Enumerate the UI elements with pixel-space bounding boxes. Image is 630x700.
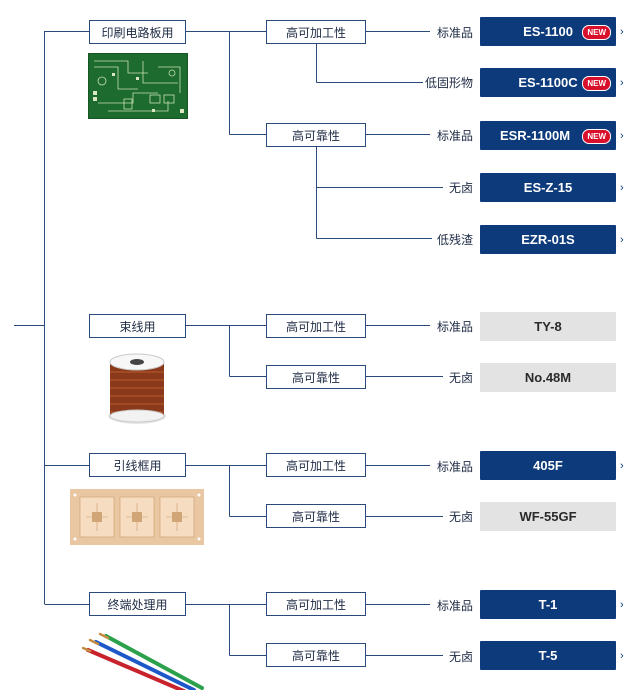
chevron-right-icon[interactable]: › xyxy=(620,77,624,89)
product-no-48m: No.48M xyxy=(480,363,616,392)
chevron-right-icon[interactable]: › xyxy=(620,650,624,662)
product-wf-55gf: WF-55GF xyxy=(480,502,616,531)
product-t-1[interactable]: T-1 xyxy=(480,590,616,619)
feature-pcb-reliability: 高可靠性 xyxy=(266,123,366,147)
chevron-right-icon[interactable]: › xyxy=(620,460,624,472)
sub-label: 无卤 xyxy=(448,650,473,664)
sub-label: 标准品 xyxy=(436,599,473,613)
product-es-z-15[interactable]: ES-Z-15 xyxy=(480,173,616,202)
chevron-right-icon[interactable]: › xyxy=(620,182,624,194)
sub-label: 无卤 xyxy=(448,181,473,195)
sub-label: 标准品 xyxy=(436,26,473,40)
category-terminal: 终端处理用 xyxy=(89,592,186,616)
sub-label: 无卤 xyxy=(448,510,473,524)
sub-label: 低固形物 xyxy=(424,76,473,90)
feature-leadframe-reliability: 高可靠性 xyxy=(266,504,366,528)
product-name: ES-1100C xyxy=(518,75,578,90)
feature-harness-reliability: 高可靠性 xyxy=(266,365,366,389)
product-name: ES-Z-15 xyxy=(523,180,573,195)
product-name: ESR-1100M xyxy=(499,128,571,143)
sub-label: 低残渣 xyxy=(436,233,473,247)
chevron-right-icon[interactable]: › xyxy=(620,130,624,142)
sub-label: 标准品 xyxy=(436,320,473,334)
product-name: T-1 xyxy=(538,597,558,612)
product-name: EZR-01S xyxy=(521,232,575,247)
new-badge: NEW xyxy=(582,25,611,40)
category-lead-frame: 引线框用 xyxy=(89,453,186,477)
feature-terminal-processability: 高可加工性 xyxy=(266,592,366,616)
new-badge: NEW xyxy=(582,76,611,91)
sub-label: 无卤 xyxy=(448,371,473,385)
sub-label: 标准品 xyxy=(436,460,473,474)
lead-frame-image xyxy=(70,489,204,545)
category-pcb: 印刷电路板用 xyxy=(89,20,186,44)
product-name: TY-8 xyxy=(534,319,562,334)
feature-terminal-reliability: 高可靠性 xyxy=(266,643,366,667)
chevron-right-icon[interactable]: › xyxy=(620,234,624,246)
product-es-1100[interactable]: ES-1100 NEW xyxy=(480,17,616,46)
product-ezr-01s[interactable]: EZR-01S xyxy=(480,225,616,254)
sub-label: 标准品 xyxy=(436,129,473,143)
product-es-1100c[interactable]: ES-1100C NEW xyxy=(480,68,616,97)
feature-leadframe-processability: 高可加工性 xyxy=(266,453,366,477)
new-badge: NEW xyxy=(582,129,611,144)
product-name: ES-1100 xyxy=(523,24,573,39)
wire-spool-image xyxy=(108,353,166,424)
chevron-right-icon[interactable]: › xyxy=(620,599,624,611)
feature-pcb-processability: 高可加工性 xyxy=(266,20,366,44)
category-wire-harness: 束线用 xyxy=(89,314,186,338)
product-name: 405F xyxy=(533,458,563,473)
pcb-image xyxy=(88,53,188,119)
chevron-right-icon[interactable]: › xyxy=(620,26,624,38)
product-t-5[interactable]: T-5 xyxy=(480,641,616,670)
wires-image xyxy=(82,632,204,690)
product-name: WF-55GF xyxy=(519,509,577,524)
product-ty-8: TY-8 xyxy=(480,312,616,341)
product-405f[interactable]: 405F xyxy=(480,451,616,480)
product-name: T-5 xyxy=(538,648,558,663)
product-esr-1100m[interactable]: ESR-1100M NEW xyxy=(480,121,616,150)
feature-harness-processability: 高可加工性 xyxy=(266,314,366,338)
product-name: No.48M xyxy=(524,370,572,385)
